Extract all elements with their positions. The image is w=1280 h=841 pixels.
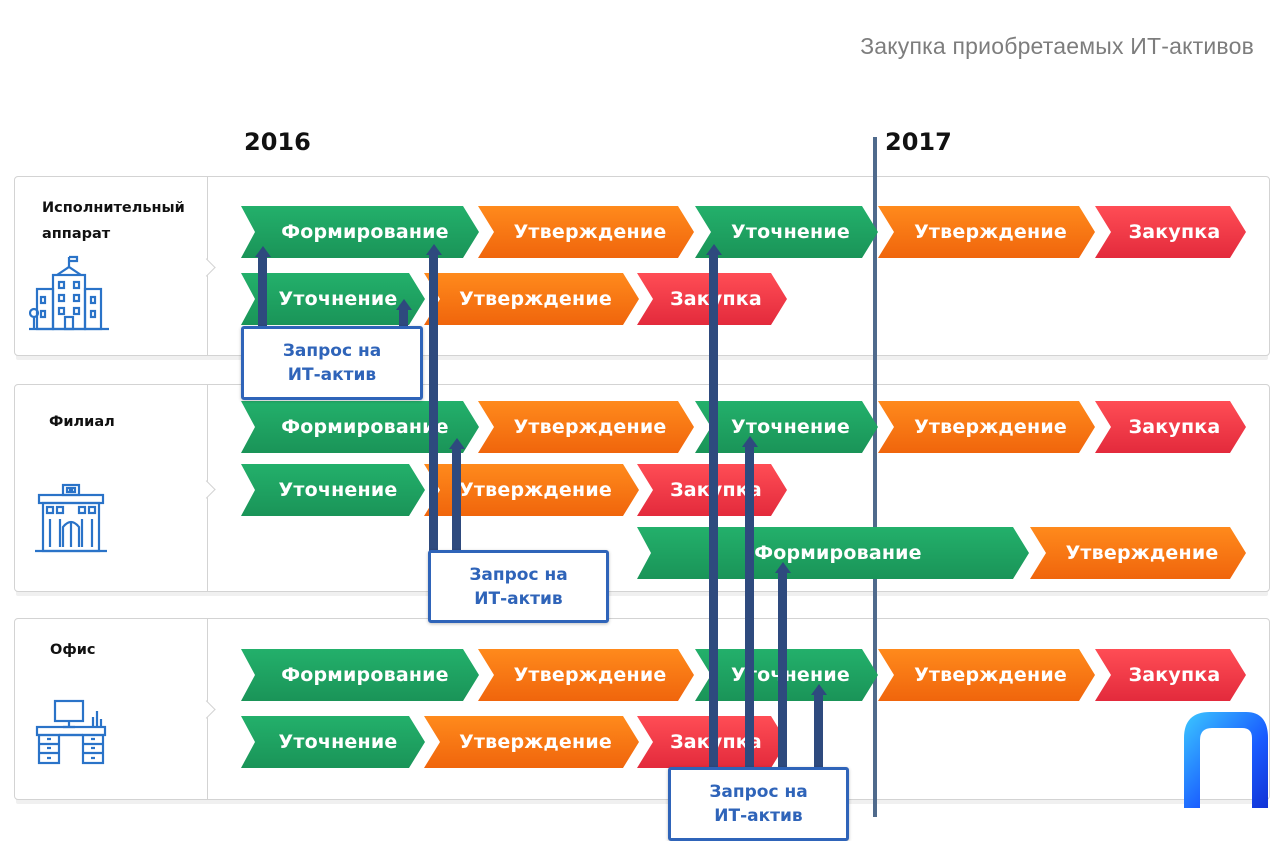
chevron-approval: Утверждение bbox=[878, 206, 1095, 258]
arrowhead-icon bbox=[774, 562, 791, 573]
arrowhead-icon bbox=[448, 438, 465, 449]
chevron-approval: Утверждение bbox=[478, 401, 694, 453]
chevron-approval: Утверждение bbox=[424, 273, 639, 325]
section-office: Офис bbox=[14, 618, 1270, 800]
arrow-line bbox=[814, 694, 823, 770]
arrow-line bbox=[429, 254, 438, 554]
chevron-refinement: Уточнение bbox=[695, 401, 878, 453]
arrow-line bbox=[778, 572, 787, 770]
arrowhead-icon bbox=[254, 246, 271, 257]
government-building-icon bbox=[29, 255, 109, 331]
chevron-refinement: Уточнение bbox=[241, 464, 425, 516]
arrowhead-icon bbox=[741, 436, 758, 447]
chevron-approval: Утверждение bbox=[478, 206, 694, 258]
arrowhead-icon bbox=[425, 244, 442, 255]
arrowhead-icon bbox=[395, 299, 412, 310]
chevron-purchase: Закупка bbox=[1095, 401, 1246, 453]
chevron-refinement: Уточнение bbox=[241, 273, 425, 325]
branch-building-icon bbox=[35, 483, 107, 553]
chevron-formation: Формирование bbox=[241, 649, 479, 701]
arrow-line bbox=[258, 256, 267, 330]
chevron-approval: Утверждение bbox=[1030, 527, 1246, 579]
chevron-refinement: Уточнение bbox=[695, 206, 878, 258]
arrowhead-icon bbox=[810, 684, 827, 695]
arrow-line bbox=[399, 309, 408, 330]
corner-logo-icon bbox=[1184, 712, 1268, 808]
year-2016: 2016 bbox=[244, 128, 311, 156]
arrow-line bbox=[709, 254, 718, 770]
year-2017: 2017 bbox=[885, 128, 952, 156]
chevron-formation: Формирование bbox=[241, 401, 479, 453]
office-desk-icon bbox=[35, 699, 107, 765]
chevron-formation: Формирование bbox=[637, 527, 1029, 579]
arrow-line bbox=[745, 446, 754, 770]
chevron-approval: Утверждение bbox=[878, 401, 1095, 453]
chevron-formation: Формирование bbox=[241, 206, 479, 258]
chevron-purchase: Закупка bbox=[1095, 649, 1246, 701]
chevron-approval: Утверждение bbox=[478, 649, 694, 701]
section-name: Филиал bbox=[49, 414, 115, 430]
section-name: Офис bbox=[50, 642, 96, 658]
page-title: Закупка приобретаемых ИТ-активов bbox=[860, 33, 1254, 59]
arrow-line bbox=[452, 448, 461, 554]
chevron-refinement: Уточнение bbox=[241, 716, 425, 768]
chevron-purchase: Закупка bbox=[1095, 206, 1246, 258]
year-divider-line bbox=[873, 137, 877, 817]
chevron-approval: Утверждение bbox=[878, 649, 1095, 701]
arrowhead-icon bbox=[705, 244, 722, 255]
chevron-approval: Утверждение bbox=[424, 716, 639, 768]
